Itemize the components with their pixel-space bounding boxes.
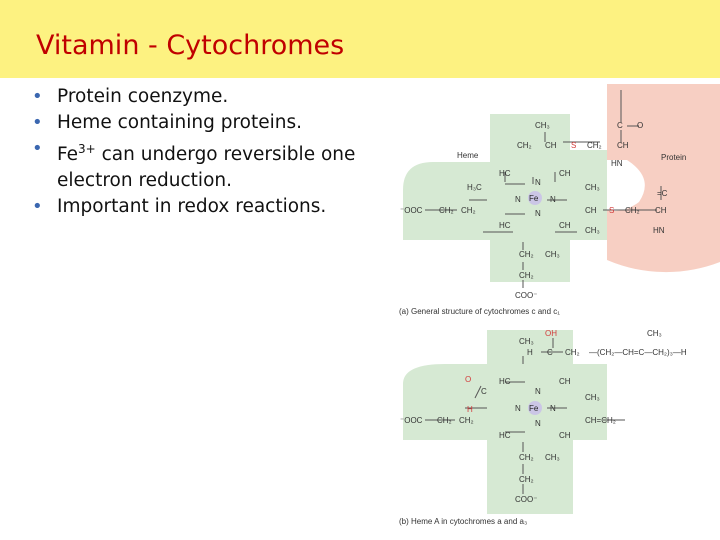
label-coo: COO⁻ xyxy=(515,495,537,504)
label-heme: Heme xyxy=(457,151,479,160)
label-hn: HN xyxy=(653,226,665,235)
label-o: O xyxy=(637,121,643,130)
label-n: N xyxy=(535,178,541,187)
label-ch3: CH₃ xyxy=(545,453,560,462)
label-fe: Fe xyxy=(529,194,539,203)
bullet-item: •Protein coenzyme. xyxy=(32,84,382,110)
label-hc: HC xyxy=(499,431,511,440)
bullet-dot-icon: • xyxy=(32,112,43,133)
label-ch3: CH₃ xyxy=(647,329,662,338)
label-c-eq: =C xyxy=(657,189,668,198)
slide-title: Vitamin - Cytochromes xyxy=(36,30,345,61)
bullet-item: •Important in redox reactions. xyxy=(32,194,382,220)
label-h: H xyxy=(467,405,473,414)
label-ch2: CH₂ xyxy=(519,271,534,280)
label-protein: Protein xyxy=(661,153,686,162)
label-ooc: ⁻OOC xyxy=(400,206,423,215)
label-ch: CH xyxy=(559,221,571,230)
cytochrome-structure-figure: CH₃ CH₂ CH S CH₂ C O CH HN Protein Heme … xyxy=(399,84,720,526)
protein-region xyxy=(607,84,720,273)
label-s: S xyxy=(571,141,576,150)
label-ch: CH xyxy=(545,141,557,150)
label-h3c: H₃C xyxy=(467,183,482,192)
caption-b: (b) Heme A in cytochromes a and a₃ xyxy=(399,517,527,526)
label-c: C xyxy=(617,121,623,130)
label-ch2: CH₂ xyxy=(519,250,534,259)
label-fe: Fe xyxy=(529,404,539,413)
label-ch3: CH₃ xyxy=(545,250,560,259)
label-hn: HN xyxy=(611,159,623,168)
label-vinyl: CH=CH₂ xyxy=(585,416,616,425)
label-ch3: CH₃ xyxy=(585,183,600,192)
label-ch3: CH₃ xyxy=(519,337,534,346)
label-ch2: CH₂ xyxy=(437,416,452,425)
label-s: S xyxy=(609,206,614,215)
protein-notch xyxy=(607,160,645,211)
label-ch2: CH₂ xyxy=(587,141,602,150)
label-hc: HC xyxy=(499,377,511,386)
iron-center xyxy=(528,401,542,415)
heme-a-bonds xyxy=(425,90,662,288)
label-o: O xyxy=(465,375,471,384)
label-c: C xyxy=(547,348,553,357)
label-ch: CH xyxy=(559,431,571,440)
label-ch2: CH₂ xyxy=(519,453,534,462)
panel-b-heme-a: OH CH₃ CH₃ H C CH₂ —(CH₂—CH=C—CH₂)₃—H O … xyxy=(399,329,687,526)
label-n: N xyxy=(515,195,521,204)
bullet-list: •Protein coenzyme. •Heme containing prot… xyxy=(32,84,382,220)
label-isoprenoid-chain: —(CH₂—CH=C—CH₂)₃—H xyxy=(589,348,687,357)
label-ooc: ⁻OOC xyxy=(400,416,423,425)
label-ch3: CH₃ xyxy=(585,226,600,235)
label-ch2: CH₂ xyxy=(565,348,580,357)
label-ch2: CH₂ xyxy=(461,206,476,215)
label-oh: OH xyxy=(545,329,557,338)
label-n: N xyxy=(550,404,556,413)
label-h: H xyxy=(527,348,533,357)
label-ch2: CH₂ xyxy=(439,206,454,215)
label-n: N xyxy=(535,419,541,428)
label-hc: HC xyxy=(499,221,511,230)
heme-region xyxy=(403,330,607,514)
label-ch: CH xyxy=(617,141,629,150)
iron-center xyxy=(528,191,542,205)
label-ch: CH xyxy=(655,206,667,215)
bullet-dot-icon: • xyxy=(32,86,43,107)
label-ch3: CH₃ xyxy=(585,393,600,402)
label-ch: CH xyxy=(559,169,571,178)
title-bar xyxy=(0,0,720,78)
label-ch: CH xyxy=(559,377,571,386)
heme-region xyxy=(403,114,607,282)
label-n: N xyxy=(535,387,541,396)
label-c: C xyxy=(481,387,487,396)
bullet-item: •Fe3+ can undergo reversible one electro… xyxy=(32,138,356,192)
label-ch2: CH₂ xyxy=(517,141,532,150)
bullet-dot-icon: • xyxy=(32,138,43,159)
label-hc: HC xyxy=(499,169,511,178)
bullet-dot-icon: • xyxy=(32,196,43,218)
label-ch: CH xyxy=(585,206,597,215)
label-n: N xyxy=(535,209,541,218)
label-ch3: CH₃ xyxy=(535,121,550,130)
label-ch2: CH₂ xyxy=(519,475,534,484)
panel-a-cytochrome-c: CH₃ CH₂ CH S CH₂ C O CH HN Protein Heme … xyxy=(399,84,720,316)
label-coo: COO⁻ xyxy=(515,291,537,300)
caption-a: (a) General structure of cytochromes c a… xyxy=(399,307,560,316)
label-ch2: CH₂ xyxy=(459,416,474,425)
heme-b-bonds xyxy=(425,338,625,494)
label-ch2: CH₂ xyxy=(625,206,640,215)
bullet-item: •Heme containing proteins. xyxy=(32,110,382,136)
label-n: N xyxy=(550,195,556,204)
label-n: N xyxy=(515,404,521,413)
